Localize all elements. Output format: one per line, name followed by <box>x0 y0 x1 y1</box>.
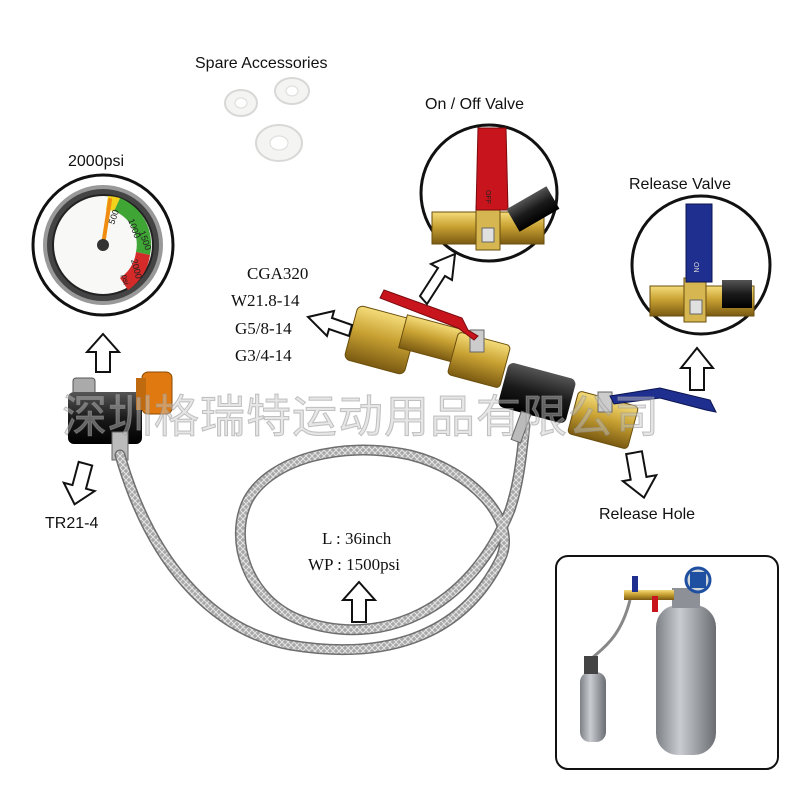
large-co2-tank <box>656 566 716 755</box>
o-ring <box>274 77 310 105</box>
release-valve-label: Release Valve <box>629 176 731 193</box>
hose-length-label: L : 36inch <box>322 529 392 548</box>
gauge-needle <box>101 198 112 247</box>
thread-label-cga320: CGA320 <box>247 264 309 283</box>
inset-adapter <box>624 576 674 612</box>
pressure-gauge: 500 1000 1500 2000 psi <box>31 173 175 317</box>
gauge-rating-label: 2000psi <box>68 153 125 170</box>
release-hole-label: Release Hole <box>599 506 696 523</box>
arrow-left-threads <box>306 309 354 338</box>
thread-label-g58: G5/8-14 <box>235 319 292 338</box>
o-ring <box>224 89 258 117</box>
small-co2-bottle <box>580 656 606 742</box>
gauge-green-zone <box>114 198 152 255</box>
thread-label-w21: W21.8-14 <box>231 291 300 310</box>
arrow-up-gauge <box>84 332 122 373</box>
arrow-up-onoff <box>418 252 457 306</box>
gauge-unit: psi <box>120 274 131 286</box>
on-off-valve-closeup: OFF <box>419 123 560 263</box>
valve-off-mark: OFF <box>484 190 491 204</box>
hose-pressure-label: WP : 1500psi <box>308 555 400 574</box>
on-off-handle <box>379 289 479 341</box>
release-handle-closeup <box>685 203 713 283</box>
arrow-up-release <box>678 346 716 391</box>
gauge-red-zone <box>120 252 150 290</box>
arrow-down-tr21 <box>61 460 98 506</box>
release-handle <box>609 387 717 413</box>
gauge-hub <box>97 239 109 251</box>
thread-label-g34: G3/4-14 <box>235 346 292 365</box>
fill-adapter <box>344 289 717 449</box>
spare-accessories-label: Spare Accessories <box>195 55 328 72</box>
on-off-valve-label: On / Off Valve <box>425 96 525 113</box>
watermark-text: 深圳格瑞特运动用品有限公司 <box>61 390 661 444</box>
tr21-adapter <box>68 371 173 461</box>
arrow-up-hose <box>340 580 378 623</box>
valve-on-mark: ON <box>692 262 699 273</box>
arrow-down-release-hole <box>620 450 659 500</box>
spare-o-rings <box>224 77 310 162</box>
braid-texture <box>116 421 529 654</box>
usage-inset <box>555 555 779 770</box>
on-off-handle-closeup <box>475 127 509 211</box>
gauge-scale-500: 500 <box>106 208 121 226</box>
release-valve-closeup: ON <box>630 194 772 336</box>
tr21-label: TR21-4 <box>45 515 99 532</box>
o-ring <box>255 124 303 162</box>
